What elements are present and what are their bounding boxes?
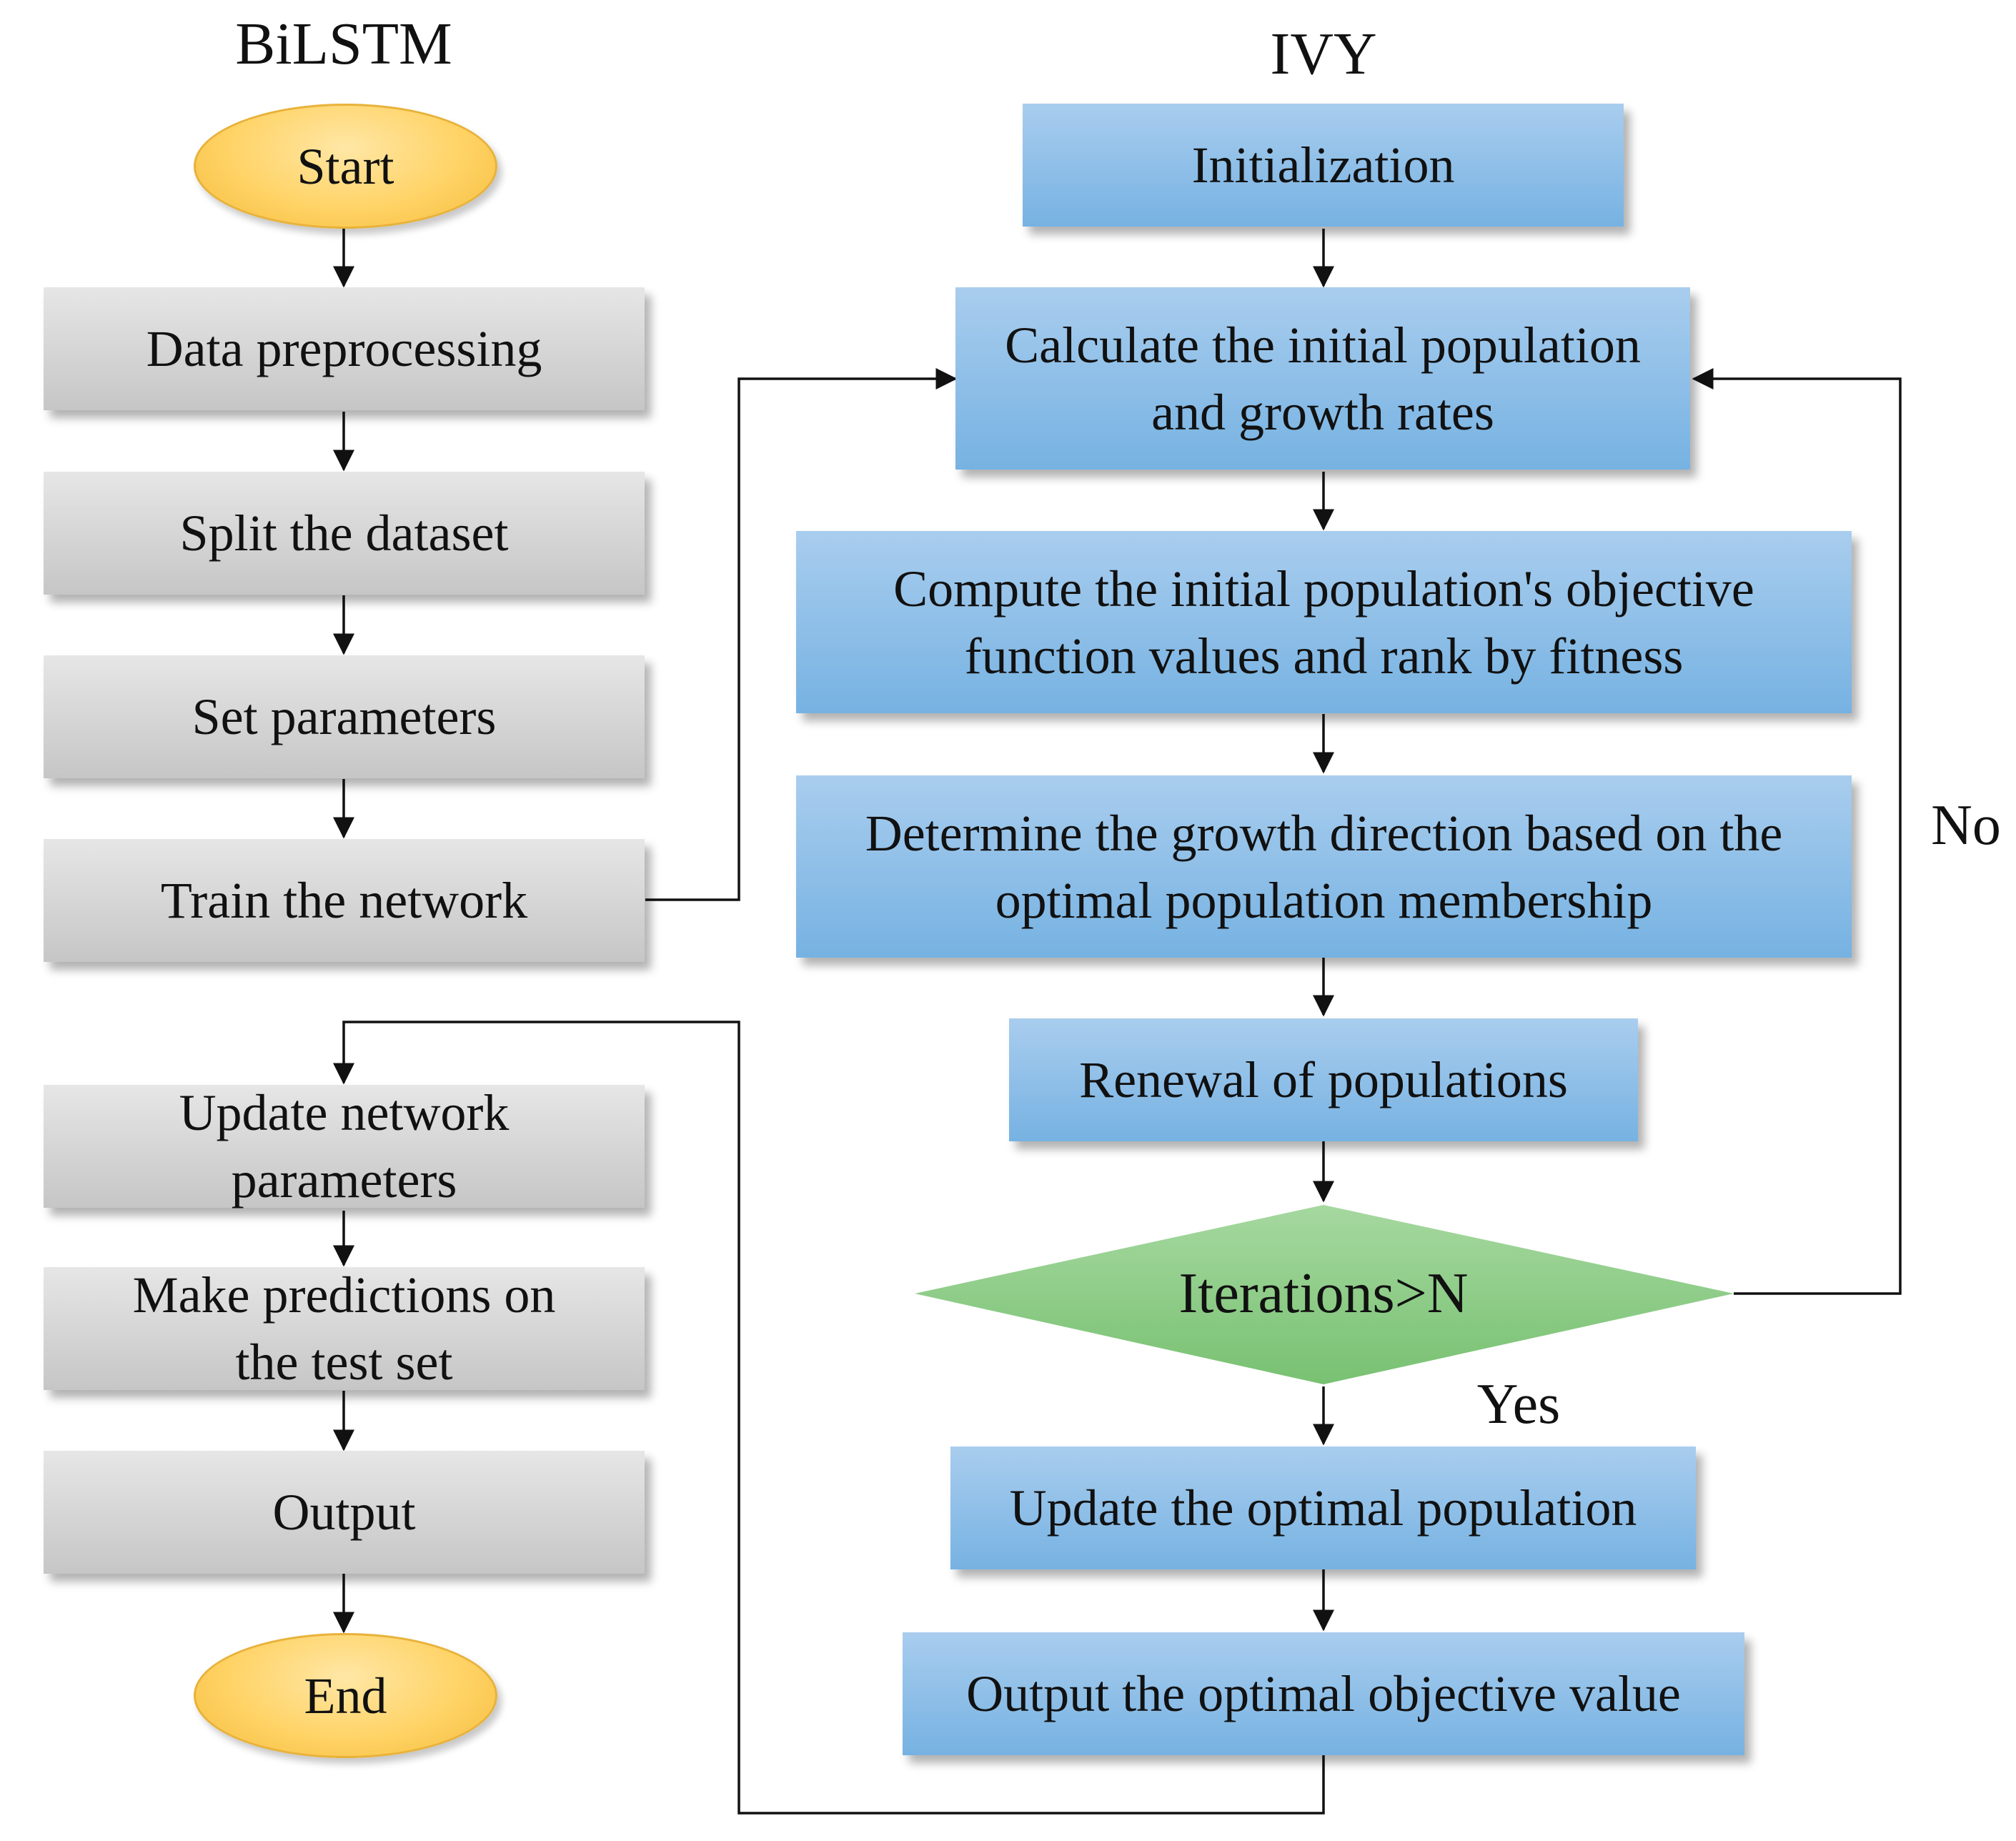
calculate-initial-step: Calculate the initial population and gro… [955,287,1690,470]
decision-label: Iterations>N [1178,1262,1469,1325]
update-network-parameters-step: Update network parameters [44,1084,645,1209]
calculate-initial-label: Calculate the initial population and gro… [1005,316,1641,441]
output-optimal-step: Output the optimal objective value [903,1632,1744,1755]
output-optimal-label: Output the optimal objective value [966,1665,1681,1722]
end-terminal: End [194,1633,497,1758]
yes-label: Yes [1476,1373,1561,1436]
arrow-decision-no [1692,368,1902,1295]
no-label: No [1931,794,2001,857]
decision-diamond [915,1205,1734,1384]
data-preprocessing-label: Data preprocessing [146,320,542,377]
split-dataset-step: Split the dataset [44,472,645,595]
start-label: Start [297,137,394,195]
data-preprocessing-step: Data preprocessing [44,287,645,410]
update-optimal-label: Update the optimal population [1009,1479,1637,1537]
compute-objective-label: Compute the initial population's objecti… [893,560,1754,685]
arrow-output-optimal-to-update [333,1021,1325,1815]
determine-direction-label: Determine the growth direction based on … [865,804,1783,929]
end-label: End [304,1667,387,1725]
renewal-label: Renewal of populations [1079,1051,1568,1108]
output-step: Output [44,1451,645,1574]
set-parameters-step: Set parameters [44,655,645,778]
initialization-label: Initialization [1191,137,1455,194]
start-terminal: Start [194,104,497,229]
split-dataset-label: Split the dataset [179,505,509,562]
output-label: Output [272,1484,416,1541]
bilstm-header: BiLSTM [235,11,452,77]
set-parameters-label: Set parameters [192,688,497,745]
initialization-step: Initialization [1023,104,1624,227]
compute-objective-step: Compute the initial population's objecti… [796,531,1852,713]
ivy-header: IVY [1270,21,1377,87]
renewal-step: Renewal of populations [1009,1018,1638,1141]
update-network-parameters-label: Update network parameters [179,1084,510,1209]
determine-direction-step: Determine the growth direction based on … [796,775,1852,958]
train-network-label: Train the network [160,872,528,929]
make-predictions-label: Make predictions on the test set [132,1266,556,1391]
train-network-step: Train the network [44,839,645,962]
arrow-train-to-calculate [645,368,958,901]
make-predictions-step: Make predictions on the test set [44,1266,645,1391]
update-optimal-step: Update the optimal population [950,1446,1696,1569]
